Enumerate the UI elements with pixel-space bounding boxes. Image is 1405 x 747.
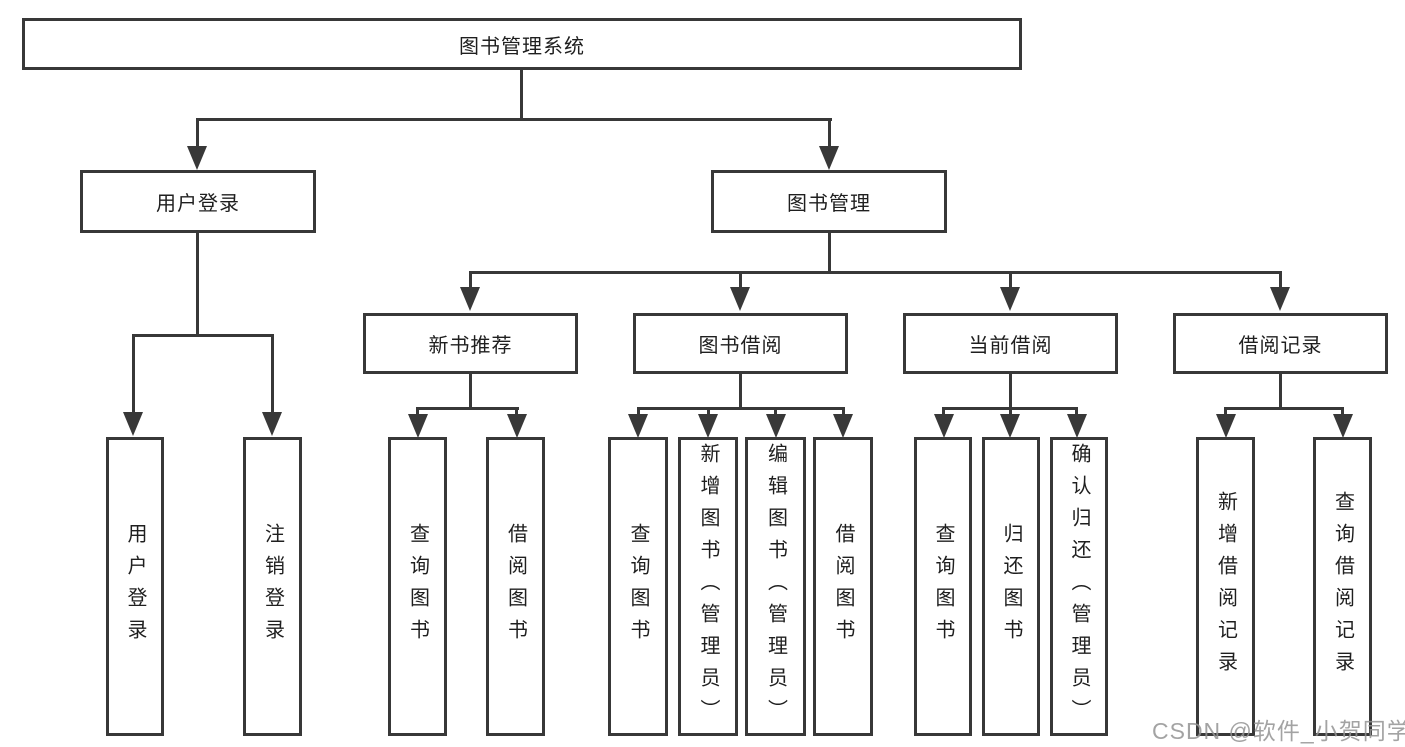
node-user-login: 用户登录 (80, 170, 316, 233)
connector-vline (469, 271, 472, 287)
connector-vline (707, 407, 710, 414)
leaf-confirm-return-admin-label: 确认归还（管理员） (1068, 442, 1090, 731)
arrow-down-icon (766, 414, 786, 438)
connector-hline (637, 407, 845, 410)
connector-hline (469, 271, 1282, 274)
leaf-query-books-borrowing: 查询图书 (608, 437, 668, 736)
leaf-borrow-books-recommend-label: 借阅图书 (504, 522, 527, 651)
leaf-confirm-return-admin: 确认归还（管理员） (1050, 437, 1108, 736)
leaf-query-books-recommend: 查询图书 (388, 437, 447, 736)
leaf-return-books: 归还图书 (982, 437, 1040, 736)
leaf-logout-label: 注销登录 (261, 522, 284, 651)
arrow-down-icon (1270, 287, 1290, 311)
arrow-down-icon (833, 414, 853, 438)
connector-hline (416, 407, 519, 410)
leaf-user-login-label: 用户登录 (124, 522, 146, 651)
connector-vline (515, 407, 518, 414)
node-book-borrowing: 图书借阅 (633, 313, 848, 374)
watermark-text: CSDN @软件_小贺同学 (1152, 718, 1405, 744)
arrow-down-icon (408, 414, 428, 438)
node-current-borrowing: 当前借阅 (903, 313, 1118, 374)
connector-vline (739, 271, 742, 287)
connector-vline (1009, 374, 1012, 407)
connector-vline (132, 334, 135, 412)
node-new-book-recommendation-label: 新书推荐 (428, 335, 513, 357)
leaf-edit-book-admin-label: 编辑图书（管理员） (764, 442, 787, 731)
leaf-add-borrow-record-label: 新增借阅记录 (1214, 490, 1237, 683)
leaf-borrow-books-borrowing: 借阅图书 (813, 437, 873, 736)
connector-hline (196, 118, 832, 121)
arrow-down-icon (507, 414, 527, 438)
connector-vline (1279, 271, 1282, 287)
connector-vline (828, 118, 831, 146)
connector-vline (196, 233, 199, 334)
arrow-down-icon (628, 414, 648, 438)
leaf-query-books-current: 查询图书 (914, 437, 972, 736)
connector-hline (1224, 407, 1344, 410)
leaf-query-books-borrowing-label: 查询图书 (627, 522, 649, 651)
connector-vline (469, 374, 472, 407)
leaf-add-borrow-record: 新增借阅记录 (1196, 437, 1255, 736)
leaf-query-books-recommend-label: 查询图书 (406, 522, 429, 651)
arrow-down-icon (698, 414, 718, 438)
arrow-down-icon (187, 146, 207, 170)
leaf-query-borrow-record-label: 查询借阅记录 (1331, 490, 1354, 683)
node-root-label: 图书管理系统 (459, 35, 585, 58)
node-borrowing-records: 借阅记录 (1173, 313, 1388, 374)
leaf-edit-book-admin: 编辑图书（管理员） (745, 437, 806, 736)
leaf-borrow-books-borrowing-label: 借阅图书 (832, 522, 854, 651)
arrow-down-icon (934, 414, 954, 438)
node-book-management: 图书管理 (711, 170, 947, 233)
connector-vline (842, 407, 845, 414)
connector-hline (132, 334, 274, 337)
connector-vline (1009, 407, 1012, 414)
node-new-book-recommendation: 新书推荐 (363, 313, 578, 374)
leaf-user-login: 用户登录 (106, 437, 164, 736)
connector-vline (520, 70, 523, 118)
arrow-down-icon (730, 287, 750, 311)
node-current-borrowing-label: 当前借阅 (968, 335, 1053, 357)
connector-vline (1009, 271, 1012, 287)
node-borrowing-records-label: 借阅记录 (1238, 335, 1323, 357)
connector-vline (942, 407, 945, 414)
connector-vline (196, 118, 199, 146)
connector-vline (1341, 407, 1344, 414)
connector-vline (1279, 374, 1282, 407)
connector-vline (828, 233, 831, 271)
connector-vline (271, 334, 274, 412)
connector-vline (1075, 407, 1078, 414)
node-book-management-label: 图书管理 (787, 193, 871, 215)
leaf-query-books-current-label: 查询图书 (932, 522, 954, 651)
leaf-return-books-label: 归还图书 (1000, 522, 1022, 651)
connector-vline (1224, 407, 1227, 414)
arrow-down-icon (1333, 414, 1353, 438)
leaf-add-book-admin-label: 新增图书（管理员） (697, 442, 719, 731)
node-book-borrowing-label: 图书借阅 (698, 335, 783, 357)
arrow-down-icon (1216, 414, 1236, 438)
leaf-query-borrow-record: 查询借阅记录 (1313, 437, 1372, 736)
node-user-login-label: 用户登录 (156, 193, 240, 215)
leaf-add-book-admin: 新增图书（管理员） (678, 437, 738, 736)
connector-vline (774, 407, 777, 414)
connector-vline (739, 374, 742, 407)
connector-vline (637, 407, 640, 414)
arrow-down-icon (1067, 414, 1087, 438)
node-root: 图书管理系统 (22, 18, 1022, 70)
arrow-down-icon (1000, 414, 1020, 438)
arrow-down-icon (262, 412, 282, 436)
arrow-down-icon (1000, 287, 1020, 311)
connector-vline (416, 407, 419, 414)
leaf-logout: 注销登录 (243, 437, 302, 736)
arrow-down-icon (819, 146, 839, 170)
leaf-borrow-books-recommend: 借阅图书 (486, 437, 545, 736)
arrow-down-icon (123, 412, 143, 436)
arrow-down-icon (460, 287, 480, 311)
